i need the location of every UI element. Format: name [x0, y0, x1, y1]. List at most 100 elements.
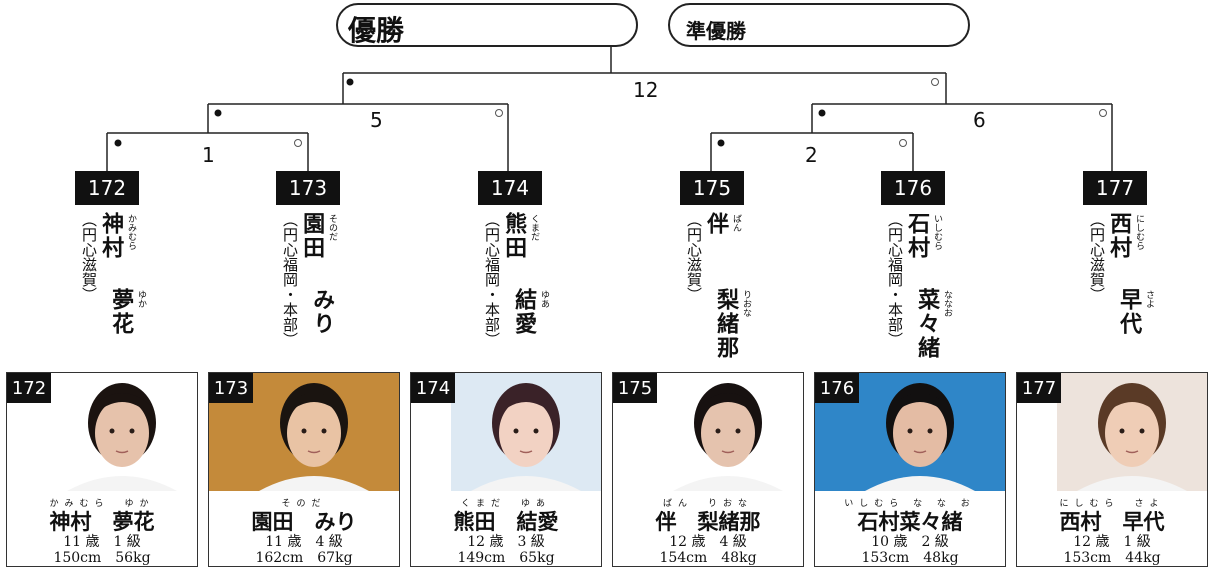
entry-given-name: 早代	[1116, 288, 1143, 336]
player-photo	[451, 373, 601, 491]
runnerup-banner: 準優勝	[668, 3, 970, 47]
entry-given-name-ruby: ゆあ	[539, 290, 549, 308]
entry-affiliation: （円心福岡・本部）	[281, 212, 299, 347]
entry-surname: 園田	[299, 212, 326, 260]
lose-marker	[294, 139, 302, 147]
card-height-weight: 150cm 56kg	[53, 550, 151, 566]
lose-marker	[931, 78, 939, 86]
entry-given-name-ruby: ゆか	[136, 290, 146, 308]
card-age-grade: 12 歳 1 級	[1073, 534, 1151, 550]
card-age-grade: 11 歳 1 級	[63, 534, 141, 550]
entry-given-name-ruby: さよ	[1144, 290, 1154, 308]
card-number-badge: 175	[613, 373, 657, 403]
card-height-weight: 153cm 48kg	[861, 550, 959, 566]
win-marker	[346, 78, 354, 86]
entry-surname-ruby: くまだ	[529, 214, 539, 241]
entry-surname: 西村	[1106, 212, 1133, 260]
portrait-graphic	[673, 383, 783, 491]
entry-given-name: 結愛	[511, 288, 538, 336]
entry-surname: 石村	[904, 212, 931, 260]
player-photo	[47, 373, 197, 491]
entry-given-name-ruby: りおな	[741, 290, 751, 317]
entry-affiliation: （円心滋賀）	[80, 212, 98, 302]
portrait-graphic	[67, 383, 177, 491]
player-photo	[1057, 373, 1207, 491]
card-number-badge: 172	[7, 373, 51, 403]
entry-number-box: 172	[75, 171, 139, 205]
entry-surname: 伴	[703, 212, 730, 236]
lose-marker	[1099, 109, 1107, 117]
card-name-ruby: くまだ ゆあ	[460, 499, 551, 509]
portrait-graphic	[471, 383, 581, 491]
card-number-badge: 176	[815, 373, 859, 403]
entry-surname: 熊田	[501, 212, 528, 260]
match-number-6: 6	[973, 108, 986, 132]
card-player-name: 伴 梨緒那	[655, 509, 761, 534]
entry-affiliation: （円心滋賀）	[1088, 212, 1106, 302]
portrait-graphic	[259, 383, 369, 491]
tournament-bracket	[106, 47, 1113, 171]
card-number-badge: 173	[209, 373, 253, 403]
entry-surname-ruby: にしむら	[1134, 214, 1144, 250]
card-age-grade: 12 歳 3 級	[467, 534, 545, 550]
match-number-5: 5	[370, 108, 383, 132]
card-name-ruby: ばん りおな	[662, 499, 753, 509]
entry-number-box: 175	[680, 171, 744, 205]
card-name-ruby: いしむら な な お	[844, 499, 976, 509]
card-number-badge: 177	[1017, 373, 1061, 403]
card-height-weight: 149cm 65kg	[457, 550, 555, 566]
entry-surname-ruby: いしむら	[932, 214, 942, 250]
entry-number-box: 174	[478, 171, 542, 205]
card-height-weight: 154cm 48kg	[659, 550, 757, 566]
entry-affiliation: （円心滋賀）	[685, 212, 703, 302]
card-player-name: 神村 夢花	[49, 509, 155, 534]
win-marker	[114, 139, 122, 147]
entry-surname-ruby: ばん	[731, 214, 741, 232]
card-height-weight: 162cm 67kg	[255, 550, 353, 566]
card-player-name: 西村 早代	[1059, 509, 1165, 534]
winner-title: 優勝	[348, 14, 405, 47]
card-age-grade: 11 歳 4 級	[265, 534, 343, 550]
entry-surname-ruby: そのだ	[327, 214, 337, 241]
card-name-ruby: にしむら さよ	[1059, 499, 1165, 509]
match-number-1: 1	[202, 143, 215, 167]
runnerup-title: 準優勝	[686, 19, 746, 43]
win-marker	[214, 109, 222, 117]
card-player-name: 園田 みり	[251, 509, 357, 534]
lose-marker	[495, 109, 503, 117]
card-number-badge: 174	[411, 373, 455, 403]
match-number-12: 12	[633, 78, 659, 102]
portrait-graphic	[865, 383, 975, 491]
card-name-ruby: かみむら ゆか	[49, 499, 155, 509]
card-player-name: 石村菜々緒	[857, 509, 963, 534]
entry-affiliation: （円心福岡・本部）	[483, 212, 501, 347]
match-number-2: 2	[805, 143, 818, 167]
winner-banner: 優勝	[336, 3, 638, 47]
entry-number-box: 176	[881, 171, 945, 205]
card-age-grade: 12 歳 4 級	[669, 534, 747, 550]
entry-surname-ruby: かみむら	[126, 214, 136, 250]
entry-given-name: 梨緒那	[713, 288, 740, 360]
card-height-weight: 153cm 44kg	[1063, 550, 1161, 566]
card-player-name: 熊田 結愛	[453, 509, 559, 534]
entry-given-name: みり	[309, 288, 336, 336]
win-marker	[717, 139, 725, 147]
entry-given-name: 菜々緒	[914, 288, 941, 360]
entry-number-box: 177	[1083, 171, 1147, 205]
win-marker	[818, 109, 826, 117]
entry-number-box: 173	[276, 171, 340, 205]
entry-affiliation: （円心福岡・本部）	[886, 212, 904, 347]
entry-given-name-ruby: ななお	[942, 290, 952, 317]
entry-surname: 神村	[98, 212, 125, 260]
card-age-grade: 10 歳 2 級	[871, 534, 949, 550]
player-photo	[653, 373, 803, 491]
card-name-ruby: そのだ	[281, 499, 327, 509]
lose-marker	[899, 139, 907, 147]
portrait-graphic	[1077, 383, 1187, 491]
entry-given-name: 夢花	[108, 288, 135, 336]
